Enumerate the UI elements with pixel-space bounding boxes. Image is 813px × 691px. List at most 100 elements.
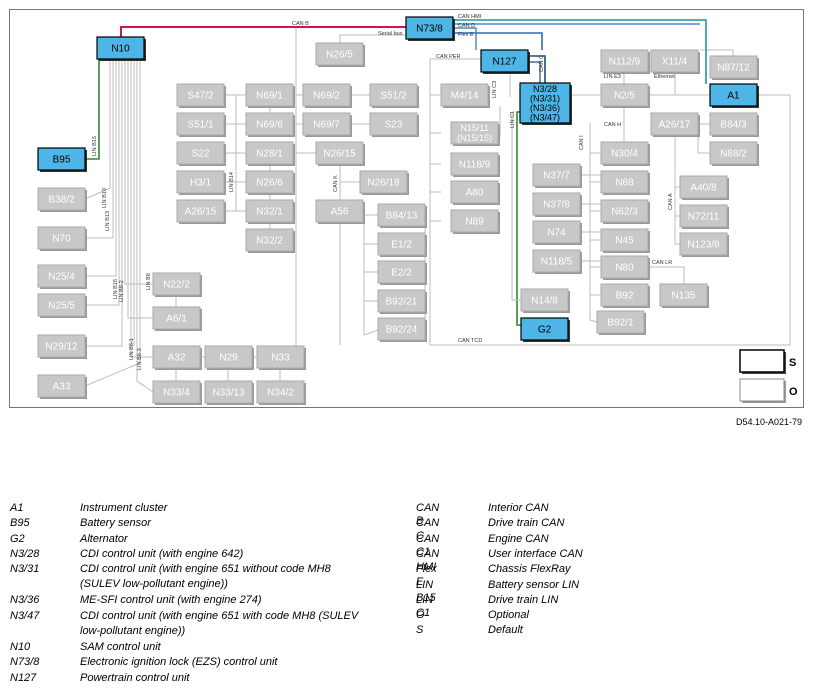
ecu-node[interactable]: E1/2 — [377, 232, 427, 257]
ecu-node[interactable]: N88/2 — [709, 141, 759, 166]
ecu-node[interactable]: N28/1 — [245, 141, 295, 166]
ecu-node[interactable]: N135 — [659, 283, 709, 308]
ecu-node[interactable]: H3/1 — [176, 170, 226, 195]
ecu-node[interactable]: B84/3 — [709, 112, 759, 137]
ecu-node[interactable]: N32/2 — [245, 228, 295, 253]
ecu-node[interactable]: S47/2 — [176, 83, 226, 108]
ecu-node[interactable]: N80 — [600, 255, 650, 280]
ecu-node[interactable]: S23 — [369, 112, 419, 137]
ecu-node[interactable]: N62/3 — [600, 199, 650, 224]
ecu-node[interactable]: N33/4 — [152, 380, 202, 405]
ecu-node[interactable]: A56 — [315, 199, 365, 224]
ecu-node[interactable]: N123/8 — [679, 232, 729, 257]
ecu-node[interactable]: N127 — [480, 49, 530, 74]
ecu-node[interactable]: N74 — [532, 220, 582, 245]
ecu-node[interactable]: N25/5 — [37, 293, 87, 318]
legend-description: Battery sensor — [80, 517, 151, 530]
ecu-node[interactable]: X11/4 — [650, 49, 700, 74]
ecu-node[interactable]: N2/5 — [600, 83, 650, 108]
ecu-node[interactable]: N69/7 — [302, 112, 352, 137]
node-box — [520, 317, 569, 341]
ecu-node[interactable]: N112/9 — [600, 49, 650, 74]
ecu-node[interactable]: N33 — [256, 345, 306, 370]
ecu-node[interactable]: E2/2 — [377, 260, 427, 285]
ecu-node[interactable]: N26/6 — [245, 170, 295, 195]
ecu-node[interactable]: A6/1 — [152, 306, 202, 331]
node-box — [450, 209, 499, 233]
ecu-node[interactable]: A26/15 — [176, 199, 226, 224]
lin-b15-line — [85, 59, 100, 160]
legend-code: Flex E — [416, 563, 437, 589]
ecu-node[interactable]: A40/8 — [679, 175, 729, 200]
ecu-node[interactable]: B92/24 — [377, 317, 427, 342]
ecu-node[interactable]: N118/5 — [532, 249, 582, 274]
key-default-label: S — [789, 357, 796, 369]
ecu-node[interactable]: N30/4 — [600, 141, 650, 166]
ecu-node[interactable]: A80 — [450, 180, 500, 205]
ecu-node[interactable]: N10 — [96, 36, 146, 61]
ecu-node[interactable]: B92/1 — [596, 310, 646, 335]
ecu-node[interactable]: N29 — [204, 345, 254, 370]
node-label: A26/17 — [659, 120, 691, 131]
ecu-node[interactable]: N34/2 — [256, 380, 306, 405]
serial-bus-line — [339, 34, 406, 43]
ecu-node[interactable]: N22/2 — [152, 272, 202, 297]
node-box — [450, 180, 499, 204]
node-label: N127 — [493, 57, 517, 68]
ecu-node[interactable]: N15/11(N15/15) — [450, 121, 500, 146]
ecu-node[interactable]: A33 — [37, 374, 87, 399]
ecu-node[interactable]: B92/21 — [377, 289, 427, 314]
node-label: N69/1 — [256, 91, 283, 102]
bus-label: LIN E3 — [604, 74, 621, 80]
node-label: N22/2 — [163, 280, 190, 291]
ecu-node[interactable]: B84/13 — [377, 203, 427, 228]
ecu-node[interactable]: N118/9 — [450, 152, 500, 177]
node-label: E2/2 — [391, 268, 412, 279]
ecu-node[interactable]: N25/4 — [37, 264, 87, 289]
ecu-node[interactable]: N87/12 — [709, 55, 759, 80]
lin-line — [85, 59, 120, 306]
ecu-node[interactable]: N69/6 — [245, 112, 295, 137]
ecu-node[interactable]: N69/1 — [245, 83, 295, 108]
ecu-node[interactable]: N33/13 — [204, 380, 254, 405]
ecu-node[interactable]: N69/2 — [302, 83, 352, 108]
ecu-node[interactable]: N26/18 — [359, 170, 409, 195]
node-box — [37, 334, 86, 358]
node-label: B95 — [53, 155, 71, 166]
legend-code: CAN C — [416, 517, 440, 543]
ecu-node[interactable]: N26/15 — [315, 141, 365, 166]
node-box — [256, 345, 305, 369]
ecu-node[interactable]: N37/8 — [532, 192, 582, 217]
ecu-node[interactable]: M4/14 — [440, 83, 490, 108]
ecu-node[interactable]: N32/1 — [245, 199, 295, 224]
ecu-node[interactable]: S22 — [176, 141, 226, 166]
ecu-node[interactable]: N72/11 — [679, 204, 729, 229]
ecu-node[interactable]: N37/7 — [532, 163, 582, 188]
ecu-node[interactable]: N26/5 — [315, 42, 365, 67]
legend-code: N73/8 — [10, 656, 40, 669]
ecu-node[interactable]: N68 — [600, 170, 650, 195]
ecu-node[interactable]: B95 — [37, 147, 87, 172]
ecu-node[interactable]: A1 — [709, 83, 759, 108]
legend-code: CAN C1 — [416, 532, 440, 558]
ecu-node[interactable]: N3/28(N3/31)(N3/36)(N3/47) — [519, 82, 572, 125]
ecu-node[interactable]: B92 — [600, 283, 650, 308]
ecu-node[interactable]: B38/2 — [37, 187, 87, 212]
ecu-node[interactable]: N89 — [450, 209, 500, 234]
legend-code: S — [416, 624, 424, 637]
node-box — [96, 36, 145, 60]
legend-description: CDI control unit (with engine 651 with c… — [80, 609, 359, 622]
ecu-node[interactable]: S51/1 — [176, 112, 226, 137]
ecu-node[interactable]: N70 — [37, 226, 87, 251]
node-label: S51/1 — [187, 120, 214, 131]
ecu-node[interactable]: N29/12 — [37, 334, 87, 359]
ecu-node[interactable]: N73/8 — [405, 16, 455, 41]
ecu-node[interactable]: S51/2 — [369, 83, 419, 108]
ecu-node[interactable]: G2 — [520, 317, 570, 342]
ecu-node[interactable]: N45 — [600, 228, 650, 253]
ecu-node[interactable]: N14/8 — [520, 288, 570, 313]
ecu-node[interactable]: A26/17 — [650, 112, 700, 137]
ecu-node[interactable]: A32 — [152, 345, 202, 370]
link — [363, 215, 379, 336]
